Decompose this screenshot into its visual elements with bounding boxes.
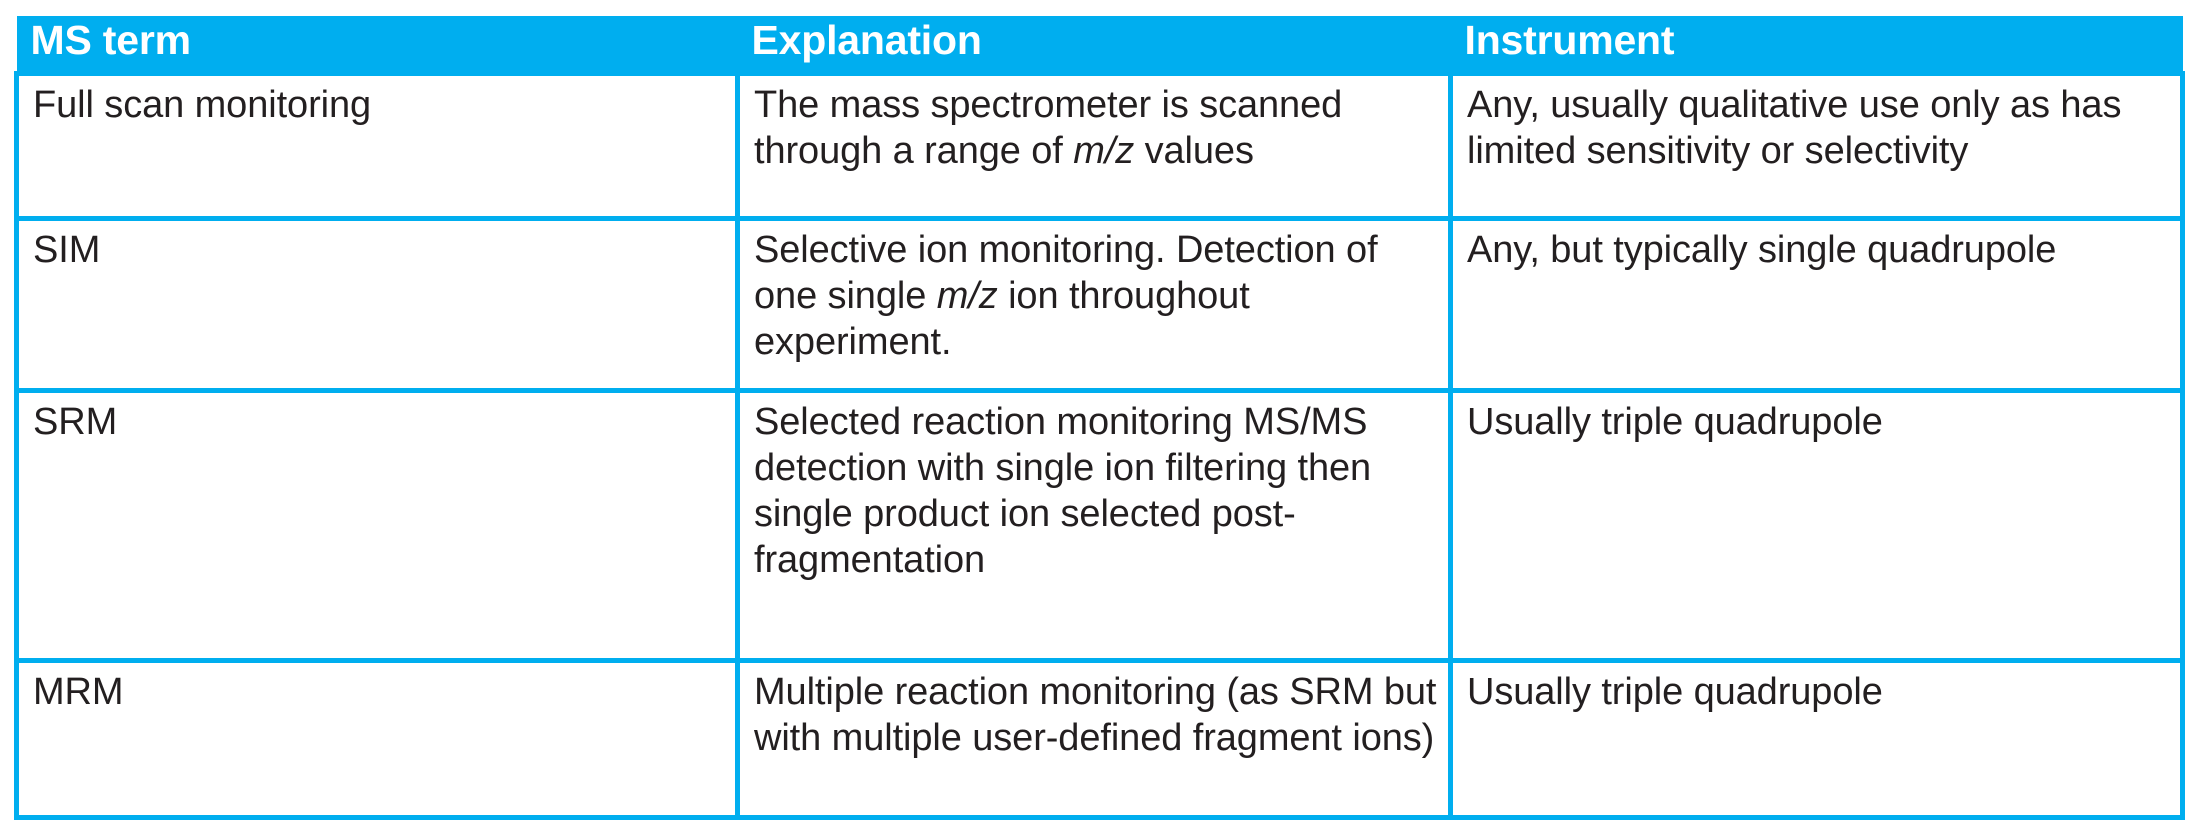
table-row: Full scan monitoring The mass spectromet… [14,71,2185,219]
cell-explanation: Selective ion monitoring. Detection of o… [737,216,1453,391]
table-row: MRM Multiple reaction monitoring (as SRM… [14,658,2185,820]
instrument-text: Usually triple quadrupole [1467,671,1883,713]
ms-terminology-table: MS term Explanation Instrument Full scan… [14,16,2185,820]
cell-ms-term: MRM [14,658,740,820]
instrument-text: Usually triple quadrupole [1467,401,1883,443]
table-body: Full scan monitoring The mass spectromet… [14,71,2185,820]
explanation-text: Multiple reaction monitoring (as SRM but… [754,671,1437,760]
ms-terminology-table-container: MS term Explanation Instrument Full scan… [14,16,2185,820]
cell-ms-term: SIM [14,216,740,391]
cell-instrument: Any, usually qualitative use only as has… [1450,71,2185,219]
column-header-explanation: Explanation [737,16,1451,74]
ms-term-text: SIM [33,229,101,271]
cell-instrument: Usually triple quadrupole [1450,388,2185,661]
cell-explanation: Multiple reaction monitoring (as SRM but… [737,658,1453,820]
ms-term-text: SRM [33,401,118,443]
table-header: MS term Explanation Instrument [16,16,2183,74]
italic-term: m/z [936,275,998,318]
ms-term-text: MRM [33,671,124,713]
cell-explanation: The mass spectrometer is scanned through… [737,71,1453,219]
instrument-text: Any, but typically single quadrupole [1467,229,2057,271]
column-header-instrument: Instrument [1450,16,2183,74]
cell-instrument: Any, but typically single quadrupole [1450,216,2185,391]
instrument-text: Any, usually qualitative use only as has… [1467,84,2122,173]
cell-instrument: Usually triple quadrupole [1450,658,2185,820]
ms-term-text: Full scan monitoring [33,84,372,126]
cell-ms-term: Full scan monitoring [14,71,740,219]
explanation-text: Selective ion monitoring. Detection of o… [754,229,1378,364]
explanation-text: Selected reaction monitoring MS/MS detec… [754,401,1372,582]
column-header-ms-term: MS term [16,16,738,74]
table-header-row: MS term Explanation Instrument [16,16,2183,74]
cell-explanation: Selected reaction monitoring MS/MS detec… [737,388,1453,661]
explanation-text: The mass spectrometer is scanned through… [754,84,1343,173]
table-row: SIM Selective ion monitoring. Detection … [14,216,2185,391]
table-row: SRM Selected reaction monitoring MS/MS d… [14,388,2185,661]
italic-term: m/z [1073,130,1135,173]
cell-ms-term: SRM [14,388,740,661]
